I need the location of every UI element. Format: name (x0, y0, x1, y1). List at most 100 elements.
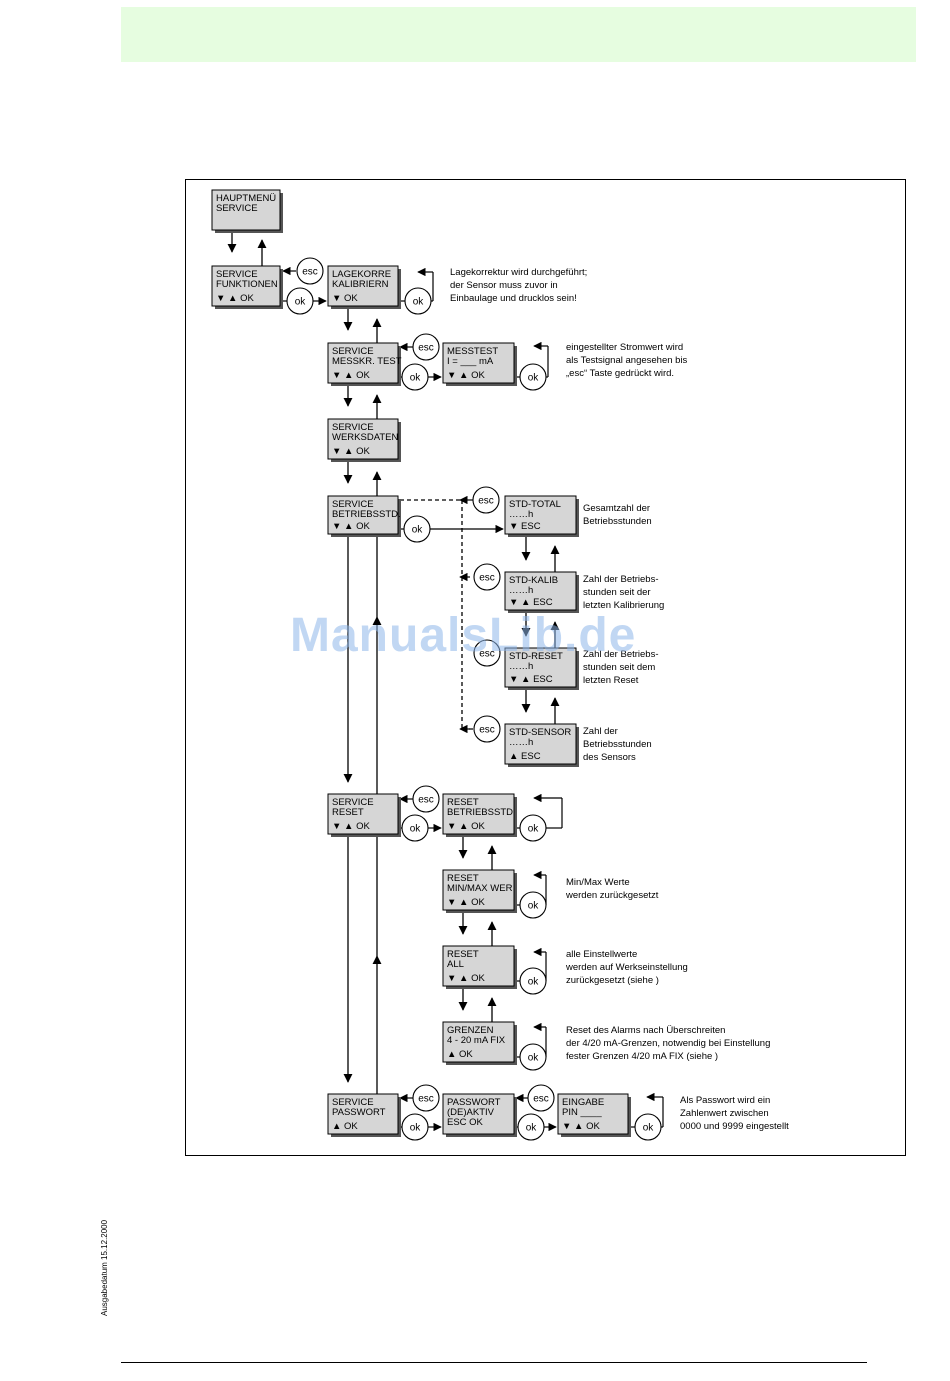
esc-button[interactable]: esc (412, 785, 440, 813)
menu-box-line: RESET (332, 807, 364, 818)
ok-button[interactable]: ok (519, 814, 547, 842)
menu-box-line: EINGABE (562, 1097, 604, 1108)
svg-text:esc: esc (479, 649, 495, 660)
menu-box-std-total: STD-TOTAL……h▼ ESC (504, 495, 579, 537)
svg-text:letzten Reset: letzten Reset (583, 675, 639, 686)
menu-box-line: STD-SENSOR (509, 727, 571, 738)
menu-box-line: SERVICE (216, 203, 258, 214)
ok-button[interactable]: ok (517, 1113, 545, 1141)
menu-box-keys: ▼ ▲ OK (332, 370, 370, 381)
note-std-reset-note: Zahl der Betriebs-stunden seit demletzte… (583, 649, 659, 686)
svg-text:Lagekorrektur wird durchgeführ: Lagekorrektur wird durchgeführt; (450, 267, 587, 278)
svg-text:Betriebsstunden: Betriebsstunden (583, 739, 652, 750)
svg-text:esc: esc (479, 573, 495, 584)
menu-box-keys: ▼ ▲ OK (447, 370, 485, 381)
svg-text:der 4/20 mA-Grenzen, notwendig: der 4/20 mA-Grenzen, notwendig bei Einst… (566, 1038, 770, 1049)
menu-box-line: LAGEKORRE (332, 269, 391, 280)
menu-box-line: PIN ____ (562, 1107, 602, 1118)
ok-button[interactable]: ok (519, 363, 547, 391)
menu-box-line: ……h (509, 737, 533, 748)
svg-text:letzten Kalibrierung: letzten Kalibrierung (583, 600, 664, 611)
svg-text:ok: ok (413, 297, 425, 308)
svg-text:ok: ok (410, 824, 422, 835)
menu-box-line: STD-RESET (509, 651, 563, 662)
menu-box-std-reset: STD-RESET……h▼ ▲ ESC (504, 647, 579, 690)
esc-button[interactable]: esc (412, 333, 440, 361)
esc-button[interactable]: esc (473, 639, 501, 667)
svg-text:fester Grenzen 4/20 mA FIX (si: fester Grenzen 4/20 mA FIX (siehe ) (566, 1051, 718, 1062)
svg-text:ok: ok (410, 1123, 422, 1134)
menu-box-line: SERVICE (332, 1097, 374, 1108)
menu-box-line: PASSWORT (332, 1107, 386, 1118)
svg-text:ok: ok (528, 373, 540, 384)
svg-text:esc: esc (302, 267, 318, 278)
watermark: ManualsLib.de (290, 609, 637, 662)
menu-box-line: STD-KALIB (509, 575, 558, 586)
svg-text:Min/Max Werte: Min/Max Werte (566, 877, 630, 888)
menu-box-line: ALL (447, 959, 464, 970)
ok-button[interactable]: ok (401, 814, 429, 842)
svg-text:ok: ok (412, 525, 424, 536)
menu-box-keys: ▼ ▲ OK (332, 521, 370, 532)
svg-text:alle Einstellwerte: alle Einstellwerte (566, 949, 637, 960)
menu-box-keys: ▲ ESC (509, 751, 541, 762)
svg-text:ok: ok (410, 373, 422, 384)
svg-text:des Sensors: des Sensors (583, 752, 636, 763)
ok-button[interactable]: ok (634, 1113, 662, 1141)
ok-button[interactable]: ok (404, 287, 432, 315)
ok-button[interactable]: ok (403, 515, 431, 543)
svg-text:esc: esc (478, 496, 494, 507)
esc-button[interactable]: esc (296, 257, 324, 285)
ok-button[interactable]: ok (519, 967, 547, 995)
ok-button[interactable]: ok (401, 1113, 429, 1141)
svg-text:werden zurückgesetzt: werden zurückgesetzt (565, 890, 659, 901)
svg-text:0000 und 9999 eingestellt: 0000 und 9999 eingestellt (680, 1121, 789, 1132)
svg-text:„esc“ Taste gedrückt wird.: „esc“ Taste gedrückt wird. (566, 368, 674, 379)
svg-text:Als Passwort wird ein: Als Passwort wird ein (680, 1095, 770, 1106)
note-std-kalib-note: Zahl der Betriebs-stunden seit derletzte… (583, 574, 664, 611)
menu-box-line: GRENZEN (447, 1025, 494, 1036)
connector-lines (280, 266, 664, 1132)
menu-box-line: ……h (509, 661, 533, 672)
ok-button[interactable]: ok (286, 287, 314, 315)
menu-box-line: STD-TOTAL (509, 499, 561, 510)
esc-button[interactable]: esc (473, 715, 501, 743)
ok-button[interactable]: ok (401, 363, 429, 391)
menu-box-line: ESC OK (447, 1117, 484, 1128)
menu-box-line: SERVICE (332, 346, 374, 357)
svg-text:Reset des Alarms nach Überschr: Reset des Alarms nach Überschreiten (566, 1025, 725, 1036)
ok-button[interactable]: ok (519, 1043, 547, 1071)
esc-button[interactable]: esc (412, 1084, 440, 1112)
menu-box-line: BETRIEBSSTD (447, 807, 513, 818)
svg-text:esc: esc (479, 725, 495, 736)
note-minmax-note: Min/Max Werte werden zurückgesetzt (565, 877, 659, 901)
svg-text:ok: ok (643, 1123, 655, 1134)
note-lagekorrektur: Lagekorrektur wird durchgeführt;der Sens… (450, 267, 587, 304)
esc-button[interactable]: esc (473, 563, 501, 591)
esc-button[interactable]: esc (472, 486, 500, 514)
menu-box-line: MIN/MAX WER (447, 883, 513, 894)
menu-box-line: BETRIEBSSTD. (332, 509, 401, 520)
issue-date: Ausgabedatum 15.12.2000 (100, 1219, 109, 1316)
ok-button[interactable]: ok (519, 891, 547, 919)
menu-box-line: I = ___ mA (447, 356, 494, 367)
menu-box-line: FUNKTIONEN (216, 279, 278, 290)
menu-box-keys: ▼ ESC (509, 521, 541, 532)
menu-box-line: RESET (447, 949, 479, 960)
header-band (121, 7, 916, 62)
menu-box-line: PASSWORT (447, 1097, 501, 1108)
menu-box-keys: ▼ ▲ OK (447, 897, 485, 908)
svg-text:stunden seit dem: stunden seit dem (583, 662, 655, 673)
esc-button[interactable]: esc (527, 1084, 555, 1112)
svg-text:ok: ok (528, 901, 540, 912)
